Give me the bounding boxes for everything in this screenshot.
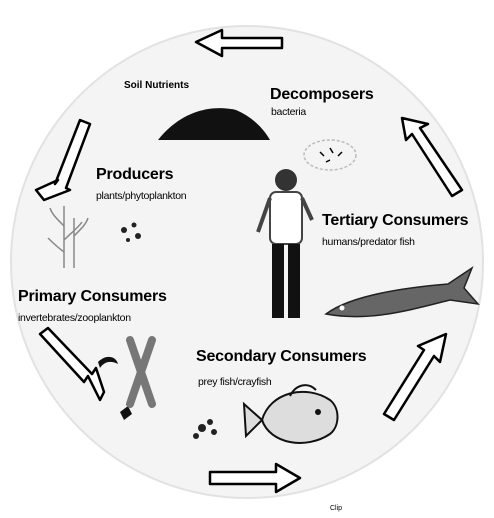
primary-consumers-subtitle: invertebrates/zooplankton [18,312,131,324]
primary-consumers-title: Primary Consumers [18,288,167,306]
tertiary-consumers-title: Tertiary Consumers [322,212,468,230]
secondary-consumers-subtitle: prey fish/crayfish [198,376,271,388]
producers-title: Producers [96,166,173,184]
decomposers-title: Decomposers [270,86,374,104]
tertiary-consumers-subtitle: humans/predator fish [322,236,415,248]
credit-label: Clip [330,505,342,512]
producers-subtitle: plants/phytoplankton [96,190,186,202]
soil-nutrients-label: Soil Nutrients [124,80,189,91]
secondary-consumers-title: Secondary Consumers [196,348,366,366]
decomposers-subtitle: bacteria [271,106,306,118]
